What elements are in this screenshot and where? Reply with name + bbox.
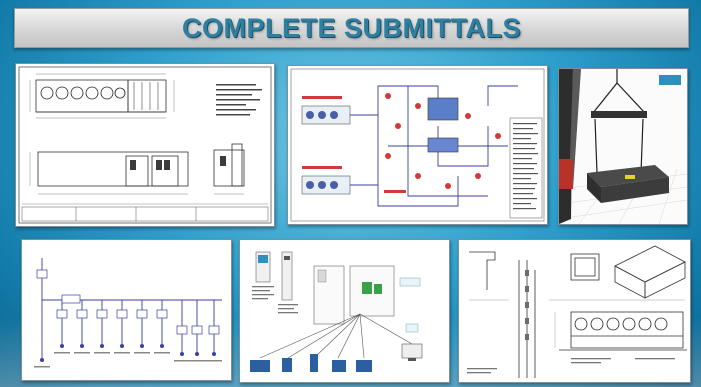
detail-drawing-icon [467, 245, 687, 378]
installation-details-thumbnail [458, 239, 691, 383]
controls-network-icon [250, 251, 423, 372]
controls-architecture-thumbnail [239, 239, 450, 383]
slide-title: COMPLETE SUBMITTALS [182, 12, 521, 43]
lifting-rigging-thumbnail [558, 68, 688, 225]
piping-schematic-thumbnail [287, 65, 548, 225]
crane-lift-icon [559, 69, 687, 224]
single-line-diagram-thumbnail [21, 239, 232, 381]
elevation-drawing-icon [18, 66, 272, 224]
electrical-one-line-icon [34, 258, 222, 368]
piping-diagram-icon [290, 68, 545, 222]
elevation-drawing-thumbnail [15, 63, 275, 227]
title-banner: COMPLETE SUBMITTALS [14, 8, 689, 48]
